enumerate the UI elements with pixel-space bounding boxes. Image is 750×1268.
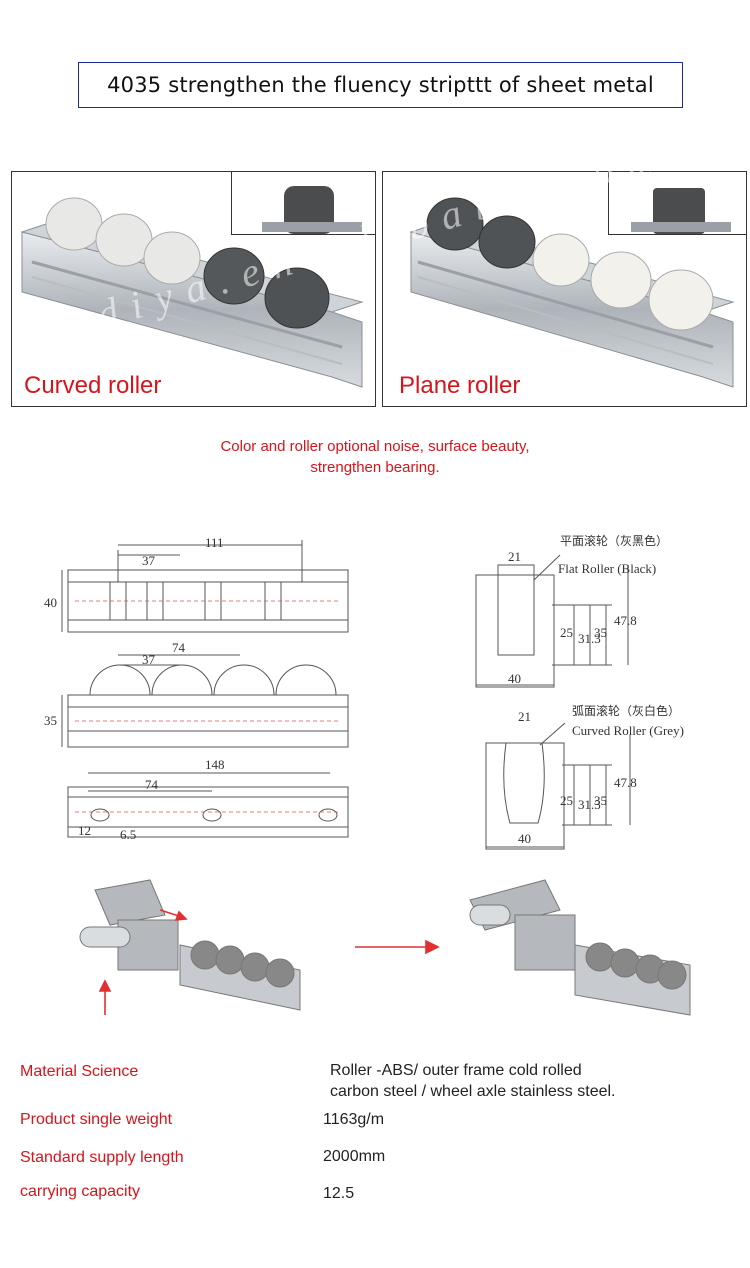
flat-name-cn: 平面滚轮（灰黑色） [560, 533, 668, 548]
flat-d3: 35 [594, 625, 607, 640]
curved-width: 21 [518, 709, 531, 724]
plane-roller-photo: Plane roller [382, 171, 747, 407]
feature-note-line2: strengthen bearing. [310, 459, 440, 476]
curved-d3: 35 [594, 793, 607, 808]
spec-label-material: Material Science [20, 1063, 139, 1080]
spec-label-length: Standard supply length [20, 1149, 184, 1166]
curved-name-cn: 弧面滚轮（灰白色） [572, 703, 680, 718]
dim-side-pitch: 37 [142, 652, 156, 667]
dim-top-pitch: 37 [142, 553, 156, 568]
curved-d1: 25 [560, 793, 573, 808]
dim-side-double: 74 [172, 640, 186, 655]
curved-roller-photo: Curved roller [11, 171, 376, 407]
dim-bottom-hole: 6.5 [120, 827, 136, 842]
arrow-icon [98, 909, 440, 1015]
dim-top-height: 40 [44, 595, 57, 610]
curved-name-en: Curved Roller (Grey) [572, 723, 684, 738]
dim-bottom-slot: 74 [145, 777, 159, 792]
spec-label-capacity: carrying capacity [20, 1183, 141, 1200]
plane-roller-illustration [409, 197, 735, 388]
page-title-box: 4035 strengthen the fluency stripttt of … [78, 62, 683, 108]
feature-note-line1: Color and roller optional noise, surface… [220, 438, 530, 455]
curved-roller-inset [231, 172, 375, 235]
dim-side-height: 35 [44, 713, 57, 728]
page-title: 4035 strengthen the fluency stripttt of … [107, 73, 654, 97]
flat-d2: 31.3 [578, 631, 601, 646]
dim-bottom-end: 12 [78, 823, 91, 838]
curved-d4: 47.8 [614, 775, 637, 790]
spec-value-capacity: 12.5 [323, 1185, 355, 1202]
plane-roller-inset [608, 172, 746, 235]
flat-width: 21 [508, 549, 521, 564]
dim-bottom-total: 148 [205, 757, 225, 772]
roller-closeup-icon [631, 188, 731, 234]
roller-closeup-icon [262, 186, 362, 234]
spec-value-material-line1: Roller -ABS/ outer frame cold rolled [330, 1062, 582, 1079]
curved-base: 40 [518, 831, 531, 846]
flat-name-en: Flat Roller (Black) [558, 561, 656, 576]
spec-label-weight: Product single weight [20, 1111, 173, 1128]
plane-roller-label: Plane roller [399, 372, 521, 399]
curved-roller-label: Curved roller [24, 372, 162, 399]
technical-drawing: 111 37 40 37 74 35 148 74 12 6.5 21 40 平… [44, 533, 684, 850]
curved-roller-illustration [20, 197, 364, 388]
spec-value-material-line2: carbon steel / wheel axle stainless stee… [330, 1083, 616, 1100]
spec-value-length: 2000mm [323, 1148, 386, 1165]
flat-base: 40 [508, 671, 521, 686]
flat-d1: 25 [560, 625, 573, 640]
spec-value-weight: 1163g/m [323, 1111, 385, 1128]
dim-top-total: 111 [205, 535, 224, 550]
installation-illustration [79, 879, 691, 1016]
flat-d4: 47.8 [614, 613, 637, 628]
curved-d2: 31.3 [578, 797, 601, 812]
